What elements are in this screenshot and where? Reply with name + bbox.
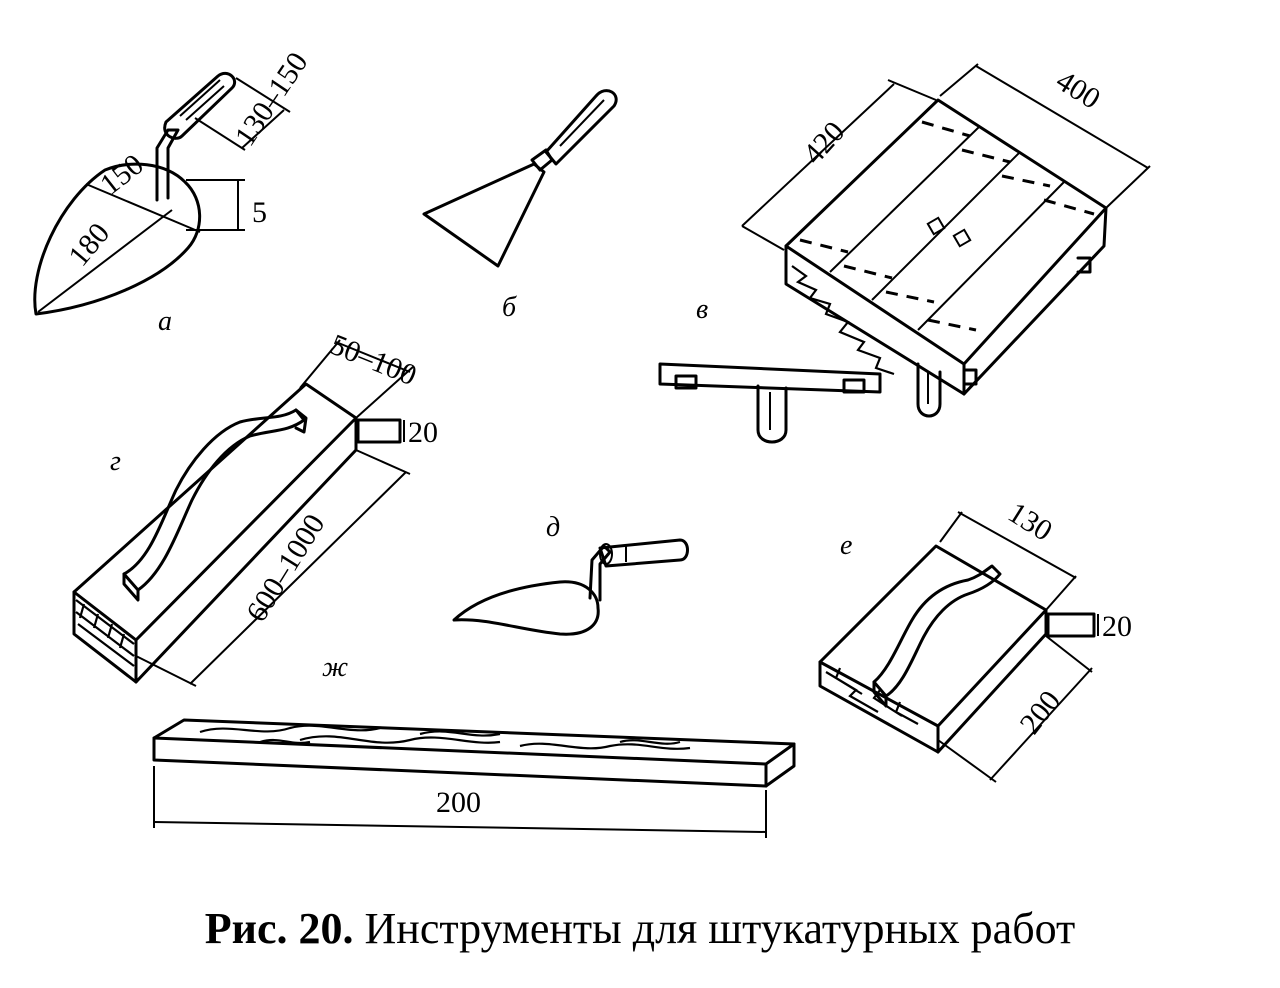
small-float-drawing: 130 20 200 е	[818, 496, 1132, 783]
label-g: г	[110, 446, 121, 477]
straight-rule-drawing: 200 ж	[152, 652, 796, 838]
trowel-blade-width-dim: 150	[94, 148, 150, 202]
hawk-length-dim: 420	[797, 115, 852, 171]
long-float-drawing: 50–100 20 600–1000 г	[72, 328, 438, 687]
small-float-thickness-dim: 20	[1102, 610, 1132, 643]
tools-figure: 150 180 130–150 5 а б	[33, 46, 1151, 838]
trowel-drawing: 150 180 130–150 5 а	[33, 46, 315, 337]
straight-rule-length-dim: 200	[436, 786, 481, 819]
figure-caption: Рис. 20. Инструменты для штукатурных раб…	[0, 903, 1280, 954]
hawk-drawing: 420 400 в	[658, 63, 1151, 444]
hawk-width-dim: 400	[1050, 64, 1106, 116]
label-a: а	[158, 306, 172, 337]
label-d: д	[546, 512, 560, 543]
label-e: е	[840, 530, 852, 561]
small-float-length-dim: 200	[1014, 685, 1068, 741]
label-b: б	[502, 292, 517, 323]
corner-trowel-drawing: д	[452, 512, 689, 636]
spatula-drawing: б	[422, 89, 618, 323]
label-zh: ж	[322, 652, 348, 683]
label-v: в	[696, 294, 708, 325]
trowel-blade-length-dim: 180	[62, 217, 116, 273]
trowel-offset-dim: 5	[252, 196, 267, 229]
long-float-length-dim: 600–1000	[240, 508, 332, 627]
long-float-thickness-dim: 20	[408, 416, 438, 449]
caption-label: Рис. 20.	[204, 904, 354, 953]
caption-text: Инструменты для штукатурных работ	[364, 904, 1076, 953]
long-float-width-dim: 50–100	[325, 328, 421, 392]
trowel-handle-length-dim: 130–150	[228, 46, 314, 152]
small-float-width-dim: 130	[1002, 496, 1058, 548]
